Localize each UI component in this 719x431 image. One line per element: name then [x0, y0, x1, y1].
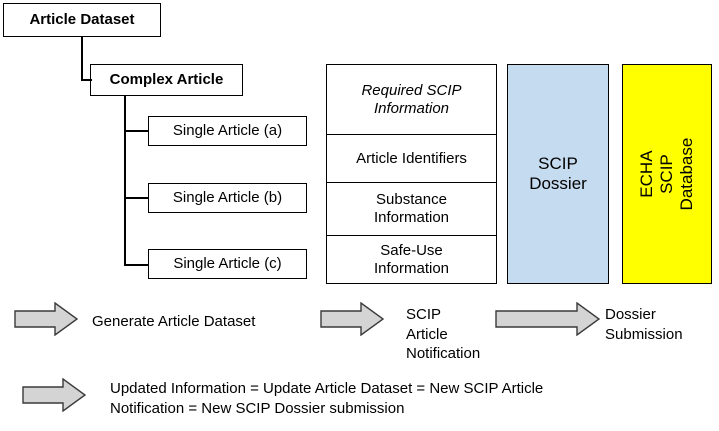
scip-table-row-substance-information-label: Substance Information	[373, 191, 450, 226]
node-complex-article-label: Complex Article	[109, 71, 224, 89]
scip-table-header: Required SCIP Information	[327, 65, 496, 135]
connector-dataset-horizontal	[81, 79, 92, 81]
arrow-dossier-submission	[495, 302, 600, 336]
connector-single-a-horizontal	[124, 130, 149, 132]
connector-single-c-horizontal	[124, 264, 149, 266]
arrow-scip-article-notification	[320, 302, 384, 336]
node-echa-scip-database-label: ECHA SCIP Database	[636, 137, 697, 211]
node-complex-article: Complex Article	[90, 64, 243, 96]
node-single-article-b-label: Single Article (b)	[172, 189, 283, 207]
node-single-article-c-label: Single Article (c)	[173, 255, 282, 273]
connector-dataset-vertical	[81, 37, 83, 80]
scip-table-header-label: Required SCIP Information	[361, 81, 462, 117]
arrow-updated-information	[22, 378, 86, 412]
node-single-article-a-label: Single Article (a)	[172, 122, 283, 140]
node-single-article-c: Single Article (c)	[148, 249, 307, 279]
scip-information-table: Required SCIP Information Article Identi…	[326, 64, 497, 284]
node-scip-dossier: SCIP Dossier	[507, 64, 609, 284]
node-single-article-a: Single Article (a)	[148, 116, 307, 146]
caption-scip-article-notification: SCIP Article Notification	[406, 306, 481, 362]
node-single-article-b: Single Article (b)	[148, 183, 307, 213]
node-article-dataset-label: Article Dataset	[29, 11, 135, 29]
scip-table-row-article-identifiers-label: Article Identifiers	[356, 149, 467, 167]
node-scip-dossier-label: SCIP Dossier	[529, 153, 587, 193]
connector-single-b-horizontal	[124, 197, 149, 199]
scip-table-row-substance-information: Substance Information	[327, 183, 496, 236]
connector-complex-vertical	[124, 96, 126, 265]
node-article-dataset: Article Dataset	[3, 3, 161, 37]
caption-updated-information: Updated Information = Update Article Dat…	[110, 380, 544, 417]
arrow-generate-article-dataset	[14, 302, 78, 336]
caption-dossier-submission: Dossier Submission	[605, 306, 683, 343]
scip-table-row-safe-use-information: Safe-Use Information	[327, 236, 496, 283]
scip-table-row-article-identifiers: Article Identifiers	[327, 135, 496, 183]
node-echa-scip-database: ECHA SCIP Database	[622, 64, 712, 284]
scip-table-row-safe-use-information-label: Safe-Use Information	[373, 241, 450, 277]
caption-generate-article-dataset: Generate Article Dataset	[92, 313, 256, 330]
